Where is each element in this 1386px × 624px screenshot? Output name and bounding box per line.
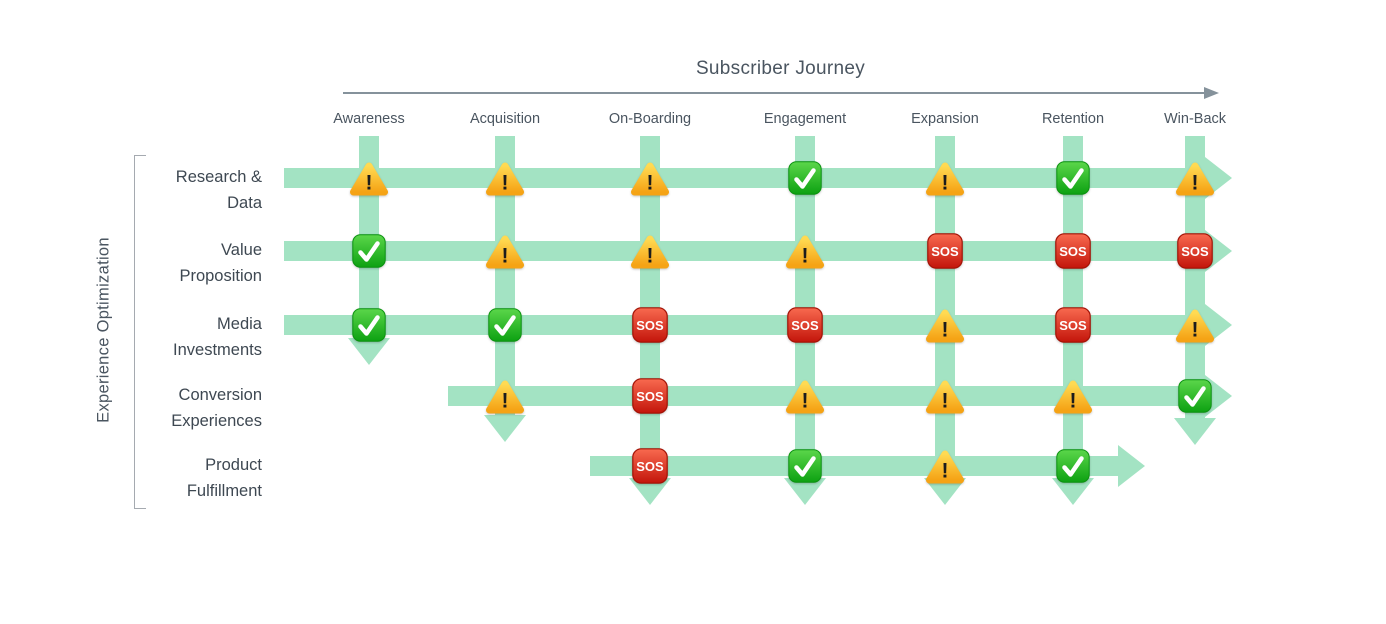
svg-text:!: ! [802, 389, 809, 412]
svg-text:!: ! [942, 318, 949, 341]
row-label-line: Conversion [178, 386, 262, 404]
svg-text:!: ! [942, 389, 949, 412]
warning-icon: ! [485, 232, 525, 270]
warning-icon: ! [485, 159, 525, 197]
check-icon [1053, 447, 1093, 485]
svg-text:!: ! [942, 171, 949, 194]
column-label-engagement: Engagement [763, 111, 847, 127]
column-label-acquisition: Acquisition [469, 111, 541, 127]
check-icon [785, 159, 825, 197]
warning-icon: ! [925, 447, 965, 485]
left-axis-bracket [134, 155, 146, 509]
svg-text:!: ! [647, 171, 654, 194]
band-arrowhead-down-icon [1174, 418, 1216, 445]
journey-axis-arrow-icon [1204, 87, 1219, 99]
svg-text:!: ! [502, 389, 509, 412]
svg-text:!: ! [1070, 389, 1077, 412]
warning-icon: ! [785, 377, 825, 415]
row-label-line: Proposition [179, 266, 262, 285]
page-title: Subscriber Journey [695, 58, 866, 79]
svg-text:SOS: SOS [636, 389, 664, 404]
check-icon [349, 232, 389, 270]
journey-stage-band-vertical [1185, 136, 1205, 418]
check-icon [485, 306, 525, 344]
column-label-expansion: Expansion [911, 111, 979, 127]
sos-icon: SOS [1175, 232, 1215, 270]
journey-stage-band-vertical [495, 136, 515, 415]
row-label-line: Media [217, 315, 262, 333]
svg-text:SOS: SOS [931, 244, 959, 259]
svg-text:SOS: SOS [636, 318, 664, 333]
svg-text:!: ! [942, 459, 949, 482]
svg-text:SOS: SOS [1059, 244, 1087, 259]
warning-icon: ! [349, 159, 389, 197]
row-label-line: Value [221, 241, 262, 259]
experience-band-horizontal [590, 456, 1118, 476]
svg-text:!: ! [1192, 171, 1199, 194]
svg-text:SOS: SOS [1059, 318, 1087, 333]
band-arrowhead-down-icon [484, 415, 526, 442]
warning-icon: ! [1175, 306, 1215, 344]
column-label-on-boarding: On-Boarding [608, 111, 692, 127]
svg-text:!: ! [366, 171, 373, 194]
svg-text:SOS: SOS [791, 318, 819, 333]
svg-text:!: ! [502, 171, 509, 194]
warning-icon: ! [630, 159, 670, 197]
row-label-line: Fulfillment [186, 481, 262, 500]
row-label-line: Experiences [171, 411, 262, 430]
sos-icon: SOS [925, 232, 965, 270]
band-arrowhead-down-icon [348, 338, 390, 365]
journey-axis-line [343, 92, 1205, 94]
check-icon [785, 447, 825, 485]
column-label-retention: Retention [1041, 111, 1105, 127]
warning-icon: ! [925, 306, 965, 344]
row-label-research-: Research & Data [42, 165, 262, 216]
warning-icon: ! [785, 232, 825, 270]
warning-icon: ! [1175, 159, 1215, 197]
column-label-awareness: Awareness [333, 111, 405, 127]
check-icon [1053, 159, 1093, 197]
row-label-line: Product [205, 456, 262, 474]
svg-text:!: ! [802, 244, 809, 267]
sos-icon: SOS [630, 447, 670, 485]
row-label-line: Data [227, 193, 262, 212]
sos-icon: SOS [630, 306, 670, 344]
svg-text:!: ! [1192, 318, 1199, 341]
sos-icon: SOS [630, 377, 670, 415]
warning-icon: ! [630, 232, 670, 270]
row-label-line: Investments [173, 340, 262, 359]
warning-icon: ! [485, 377, 525, 415]
row-label-line: Research & [175, 168, 262, 186]
warning-icon: ! [1053, 377, 1093, 415]
sos-icon: SOS [785, 306, 825, 344]
warning-icon: ! [925, 159, 965, 197]
column-label-win-back: Win-Back [1163, 111, 1227, 127]
svg-text:SOS: SOS [1181, 244, 1209, 259]
sos-icon: SOS [1053, 306, 1093, 344]
svg-text:!: ! [647, 244, 654, 267]
svg-text:SOS: SOS [636, 459, 664, 474]
check-icon [1175, 377, 1215, 415]
warning-icon: ! [925, 377, 965, 415]
band-arrowhead-right-icon [1118, 445, 1145, 487]
check-icon [349, 306, 389, 344]
sos-icon: SOS [1053, 232, 1093, 270]
svg-text:!: ! [502, 244, 509, 267]
